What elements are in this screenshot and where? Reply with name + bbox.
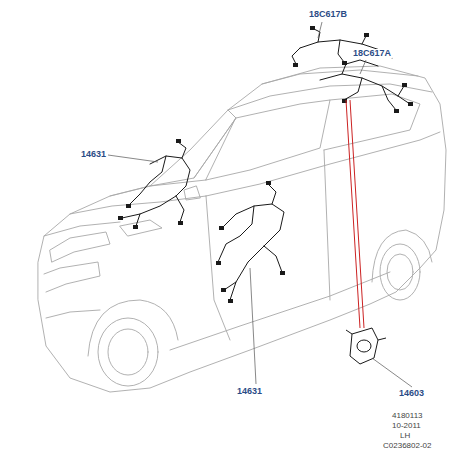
callout-number: 14603 [398, 389, 425, 398]
drawing-code: C0236802-02 [383, 442, 431, 450]
callout-number: 14631 [80, 150, 107, 159]
date-note: 10-2011 [392, 422, 421, 430]
callout-number: 18C617B [308, 10, 348, 19]
side-note: LH [400, 432, 410, 440]
callout-number: 18C617A [352, 49, 392, 58]
illustration-number: 4180113 [392, 412, 423, 420]
callout-number: 14631 [236, 387, 263, 396]
